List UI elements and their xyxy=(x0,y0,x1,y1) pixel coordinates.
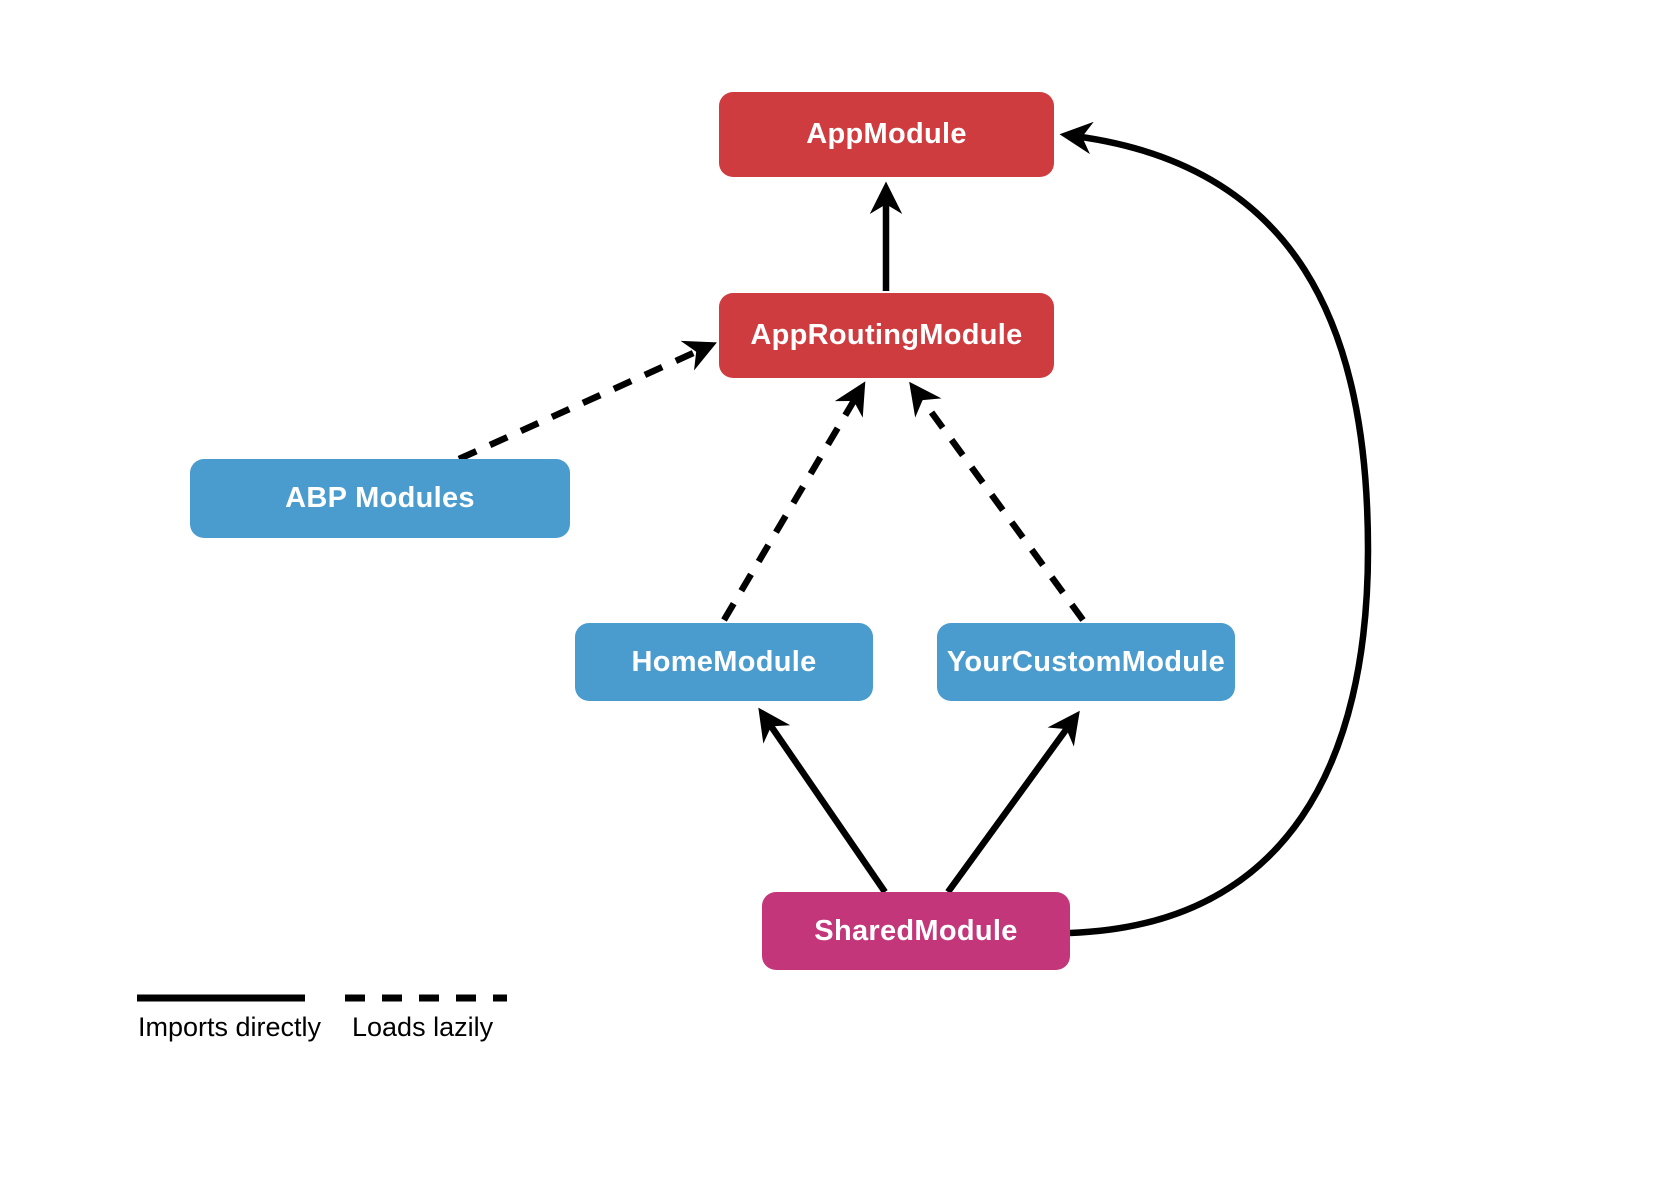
edge-yourcustommodule-to-approutingmodule xyxy=(909,381,1086,622)
node-home-module: HomeModule xyxy=(575,623,873,701)
node-your-custom-module-label: YourCustomModule xyxy=(946,645,1226,678)
node-abp-modules-label: ABP Modules xyxy=(285,482,475,514)
edge-sharedmodule-to-homemodule xyxy=(758,707,888,894)
node-app-routing-module-label: AppRoutingModule xyxy=(750,319,1023,351)
legend-item-imports-directly: Imports directly xyxy=(138,1012,322,1042)
legend-item-loads-lazily: Loads lazily xyxy=(352,1012,494,1042)
edge-homemodule-to-approutingmodule xyxy=(721,381,866,622)
node-app-module-label: AppModule xyxy=(806,118,967,150)
node-app-routing-module: AppRoutingModule xyxy=(719,293,1054,378)
node-shared-module: SharedModule xyxy=(762,892,1070,970)
edge-sharedmodule-to-appmodule xyxy=(1059,121,1372,937)
node-shared-module-label: SharedModule xyxy=(814,914,1018,947)
node-your-custom-module: YourCustomModule xyxy=(937,623,1235,701)
edge-abpmodules-to-approutingmodule xyxy=(457,340,717,462)
edge-sharedmodule-to-yourcustommodule xyxy=(945,710,1080,894)
node-home-module-label: HomeModule xyxy=(631,645,817,678)
node-app-module: AppModule xyxy=(719,92,1054,177)
node-abp-modules: ABP Modules xyxy=(190,459,570,538)
